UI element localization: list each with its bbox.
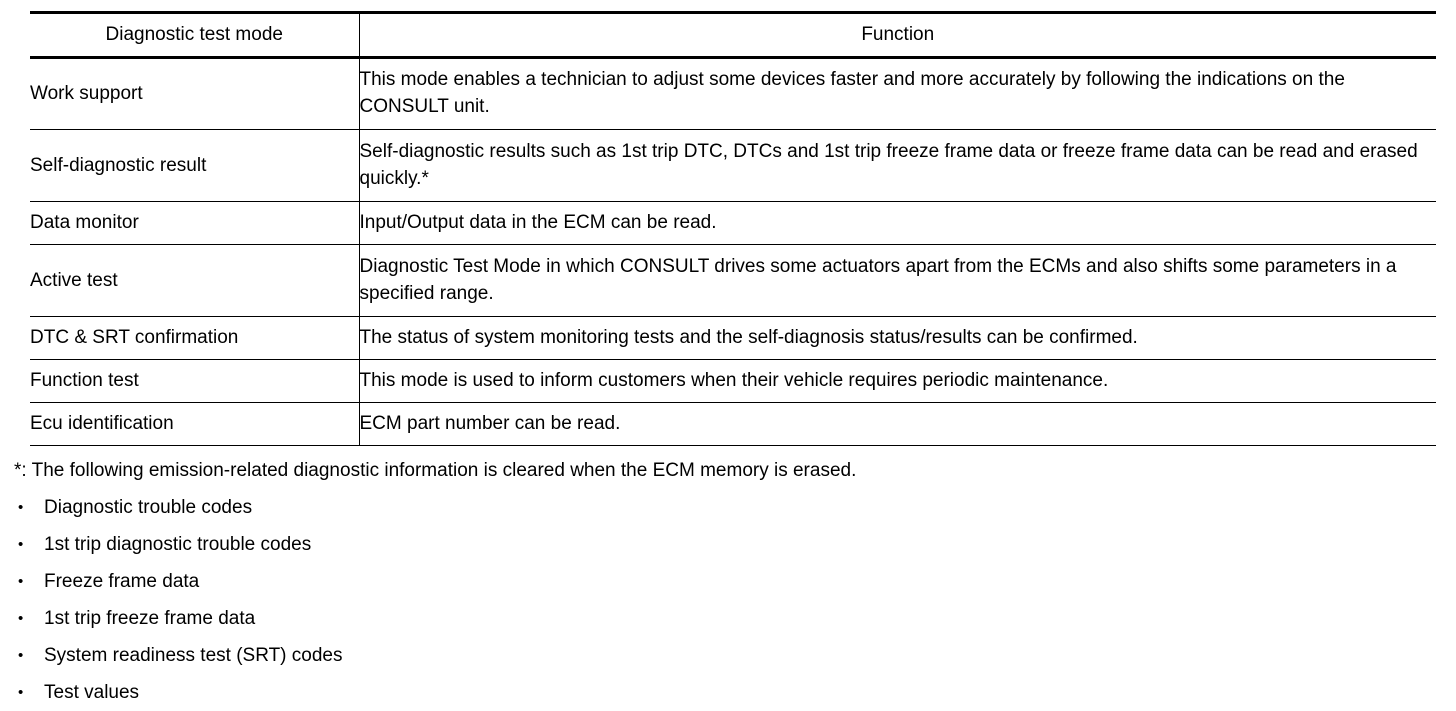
row-mode-function-test: Function test	[30, 359, 360, 403]
table-row: Active test Diagnostic Test Mode in whic…	[30, 244, 1436, 317]
row-mode-dtc-srt-confirmation: DTC & SRT confirmation	[30, 316, 360, 360]
row-function-dtc-srt-confirmation: The status of system monitoring tests an…	[359, 316, 1436, 360]
footnotes-section: *: The following emission-related diagno…	[14, 452, 1434, 711]
table-row: Ecu identification ECM part number can b…	[30, 402, 1436, 446]
row-mode-data-monitor: Data monitor	[30, 201, 360, 245]
row-function-self-diagnostic-result: Self-diagnostic results such as 1st trip…	[359, 129, 1436, 202]
list-item: • 1st trip diagnostic trouble codes	[14, 526, 1434, 563]
footnote-asterisk-note: *: The following emission-related diagno…	[14, 460, 857, 481]
table-row: DTC & SRT confirmation The status of sys…	[30, 316, 1436, 360]
bullet-icon: •	[18, 536, 24, 553]
bullet-label: Diagnostic trouble codes	[44, 496, 253, 518]
bullet-label: 1st trip freeze frame data	[44, 607, 256, 629]
table-header-row: Diagnostic test mode Function	[30, 11, 1436, 59]
list-item: • Test values	[14, 674, 1434, 711]
list-item: • Freeze frame data	[14, 563, 1434, 600]
list-item: • System readiness test (SRT) codes	[14, 637, 1434, 674]
bullet-icon: •	[18, 573, 24, 590]
diagnostic-test-mode-table: Diagnostic test mode Function Work suppo…	[30, 11, 1436, 446]
row-function-ecu-identification: ECM part number can be read.	[359, 402, 1436, 446]
bullet-label: System readiness test (SRT) codes	[44, 644, 343, 666]
table-row: Data monitor Input/Output data in the EC…	[30, 201, 1436, 245]
row-mode-work-support: Work support	[30, 57, 360, 130]
header-diagnostic-test-mode: Diagnostic test mode	[30, 11, 360, 59]
row-mode-self-diagnostic-result: Self-diagnostic result	[30, 129, 360, 202]
bullet-icon: •	[18, 499, 24, 516]
bullet-icon: •	[18, 647, 24, 664]
table-row: Self-diagnostic result Self-diagnostic r…	[30, 129, 1436, 202]
row-function-data-monitor: Input/Output data in the ECM can be read…	[359, 201, 1436, 245]
list-item: • 1st trip freeze frame data	[14, 600, 1434, 637]
row-mode-ecu-identification: Ecu identification	[30, 402, 360, 446]
bullet-label: Test values	[44, 681, 140, 703]
list-item: • Diagnostic trouble codes	[14, 489, 1434, 526]
bullet-label: 1st trip diagnostic trouble codes	[44, 533, 312, 555]
bullet-icon: •	[18, 610, 24, 627]
row-mode-active-test: Active test	[30, 244, 360, 317]
row-function-work-support: This mode enables a technician to adjust…	[359, 57, 1436, 130]
table-row: Work support This mode enables a technic…	[30, 57, 1436, 130]
header-function: Function	[359, 11, 1436, 59]
row-function-active-test: Diagnostic Test Mode in which CONSULT dr…	[359, 244, 1436, 317]
row-function-function-test: This mode is used to inform customers wh…	[359, 359, 1436, 403]
bullet-icon: •	[18, 684, 24, 701]
table-row: Function test This mode is used to infor…	[30, 359, 1436, 403]
bullet-label: Freeze frame data	[44, 570, 200, 592]
